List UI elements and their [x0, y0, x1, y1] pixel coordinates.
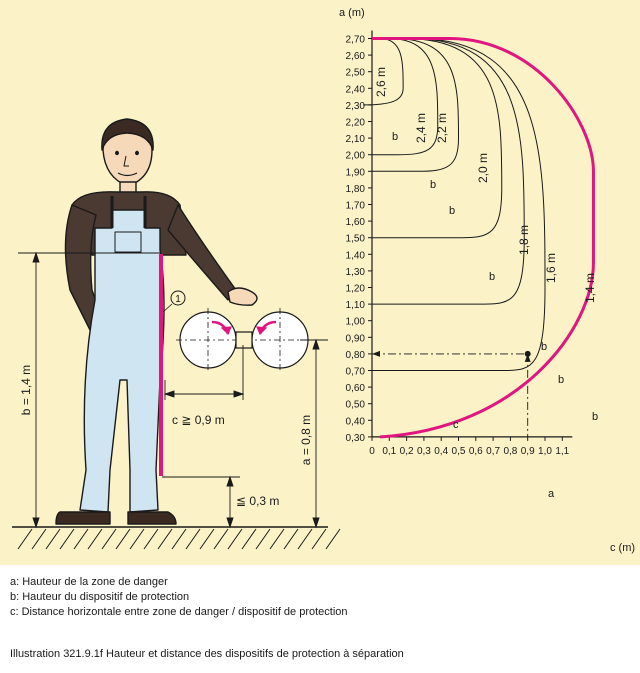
c-dimension-label: c ≧ 0,9 m: [172, 413, 225, 427]
x-tick-label: 0,2: [400, 446, 414, 457]
y-tick-label: 0,70: [346, 367, 366, 378]
b-marker: b: [558, 374, 564, 386]
x-tick-label: 0: [369, 446, 375, 457]
x-axis-label: c (m): [610, 542, 635, 554]
y-tick-label: 2,30: [346, 101, 366, 112]
figure-area: 1 b = 1,4 m a = 0,8 m c ≧ 0,9 m ≦ 0,3 m …: [0, 0, 640, 565]
y-tick-label: 0,50: [346, 400, 366, 411]
y-tick-label: 2,70: [346, 35, 366, 46]
height-curve: [372, 38, 546, 371]
worker-figure: [55, 118, 258, 525]
legend-item-c: c: Distance horizontale entre zone de da…: [10, 606, 348, 618]
y-tick-label: 1,90: [346, 167, 366, 178]
y-tick-label: 2,10: [346, 134, 366, 145]
a-dimension-label: a = 0,8 m: [299, 415, 313, 465]
b-marker: b: [489, 271, 495, 283]
y-tick-label: 0,30: [346, 433, 366, 444]
ground: [12, 526, 341, 550]
curve-label: 1,6 m: [544, 253, 558, 283]
y-tick-label: 1,60: [346, 217, 366, 228]
b-dimension-label: b = 1,4 m: [19, 365, 33, 415]
y-tick-label: 1,50: [346, 234, 366, 245]
b-marker: b: [392, 131, 398, 143]
y-tick-label: 2,50: [346, 68, 366, 79]
intersection-point: [524, 350, 531, 357]
y-tick-label: 0,60: [346, 383, 366, 394]
b-marker: b: [449, 205, 455, 217]
protective-barrier: [159, 254, 163, 476]
curve-label: 1,4 m: [583, 273, 597, 303]
legend-item-b: b: Hauteur du dispositif de protection: [10, 591, 190, 603]
legend: a: Hauteur de la zone de danger b: Haute…: [10, 575, 348, 620]
callout-marker: 1: [162, 290, 186, 313]
safety-distance-diagram: 1 b = 1,4 m a = 0,8 m c ≧ 0,9 m ≦ 0,3 m …: [12, 7, 635, 554]
height-curve: [372, 38, 460, 172]
gap-dimension-label: ≦ 0,3 m: [236, 494, 279, 508]
y-tick-label: 1,20: [346, 284, 366, 295]
y-tick-label: 1,80: [346, 184, 366, 195]
callout-number: 1: [175, 294, 181, 305]
x-tick-label: 0,7: [486, 446, 500, 457]
curve-label: 1,8 m: [517, 225, 531, 255]
y-tick-label: 1,40: [346, 250, 366, 261]
y-tick-label: 1,10: [346, 300, 366, 311]
curve-labels: 2,6 m 2,4 m 2,2 m 2,0 m 1,8 m 1,6 m 1,4 m b b b b b…: [374, 67, 598, 423]
y-tick-label: 2,00: [346, 151, 366, 162]
y-tick-label: 2,40: [346, 84, 366, 95]
x-tick-label: 0,3: [417, 446, 431, 457]
x-tick-label: 1,1: [555, 446, 569, 457]
x-tick-label: 0,4: [434, 446, 448, 457]
height-curve: [372, 38, 503, 239]
y-tick-label: 0,40: [346, 416, 366, 427]
height-curve: [372, 38, 439, 156]
y-tick-label: 1,30: [346, 267, 366, 278]
x-tick-label: 1,0: [538, 446, 552, 457]
a-arrow: [524, 353, 531, 362]
b-marker: b: [541, 341, 547, 353]
height-curve: [363, 38, 404, 106]
c-marker-label: c: [453, 419, 459, 431]
y-tick-label: 0,80: [346, 350, 366, 361]
y-tick-label: 1,00: [346, 317, 366, 328]
c-arrow: [372, 350, 380, 357]
x-tick-label: 0,1: [382, 446, 396, 457]
curve-label: 2,4 m: [414, 113, 428, 143]
chart-grid: [368, 30, 573, 441]
y-axis-label: a (m): [339, 7, 365, 19]
x-tick-label: 0,8: [503, 446, 517, 457]
danger-zone-rollers: [176, 308, 314, 372]
b-marker: b: [592, 411, 598, 423]
y-tick-label: 1,70: [346, 201, 366, 212]
curve-label: 2,6 m: [374, 67, 388, 97]
dimension-lines: [18, 251, 328, 529]
y-tick-label: 0,90: [346, 333, 366, 344]
x-tick-label: 0,9: [521, 446, 535, 457]
x-tick-label: 0,6: [469, 446, 483, 457]
b-marker: b: [430, 179, 436, 191]
y-tick-labels: 2,70 2,60 2,50 2,40 2,30 2,20 2,10 2,00 1,90 1,80…: [346, 35, 366, 444]
a-marker-label: a: [548, 488, 555, 500]
curve-label: 2,2 m: [435, 113, 449, 143]
height-curve: [372, 38, 525, 305]
curve-label: 2,0 m: [476, 153, 490, 183]
x-tick-label: 0,5: [452, 446, 466, 457]
chart-curves: [363, 37, 595, 439]
legend-item-a: a: Hauteur de la zone de danger: [10, 576, 168, 588]
y-tick-label: 2,20: [346, 118, 366, 129]
envelope-curve-1-4m: [372, 37, 595, 439]
y-tick-label: 2,60: [346, 51, 366, 62]
figure-caption: Illustration 321.9.1f Hauteur et distanc…: [10, 648, 404, 660]
